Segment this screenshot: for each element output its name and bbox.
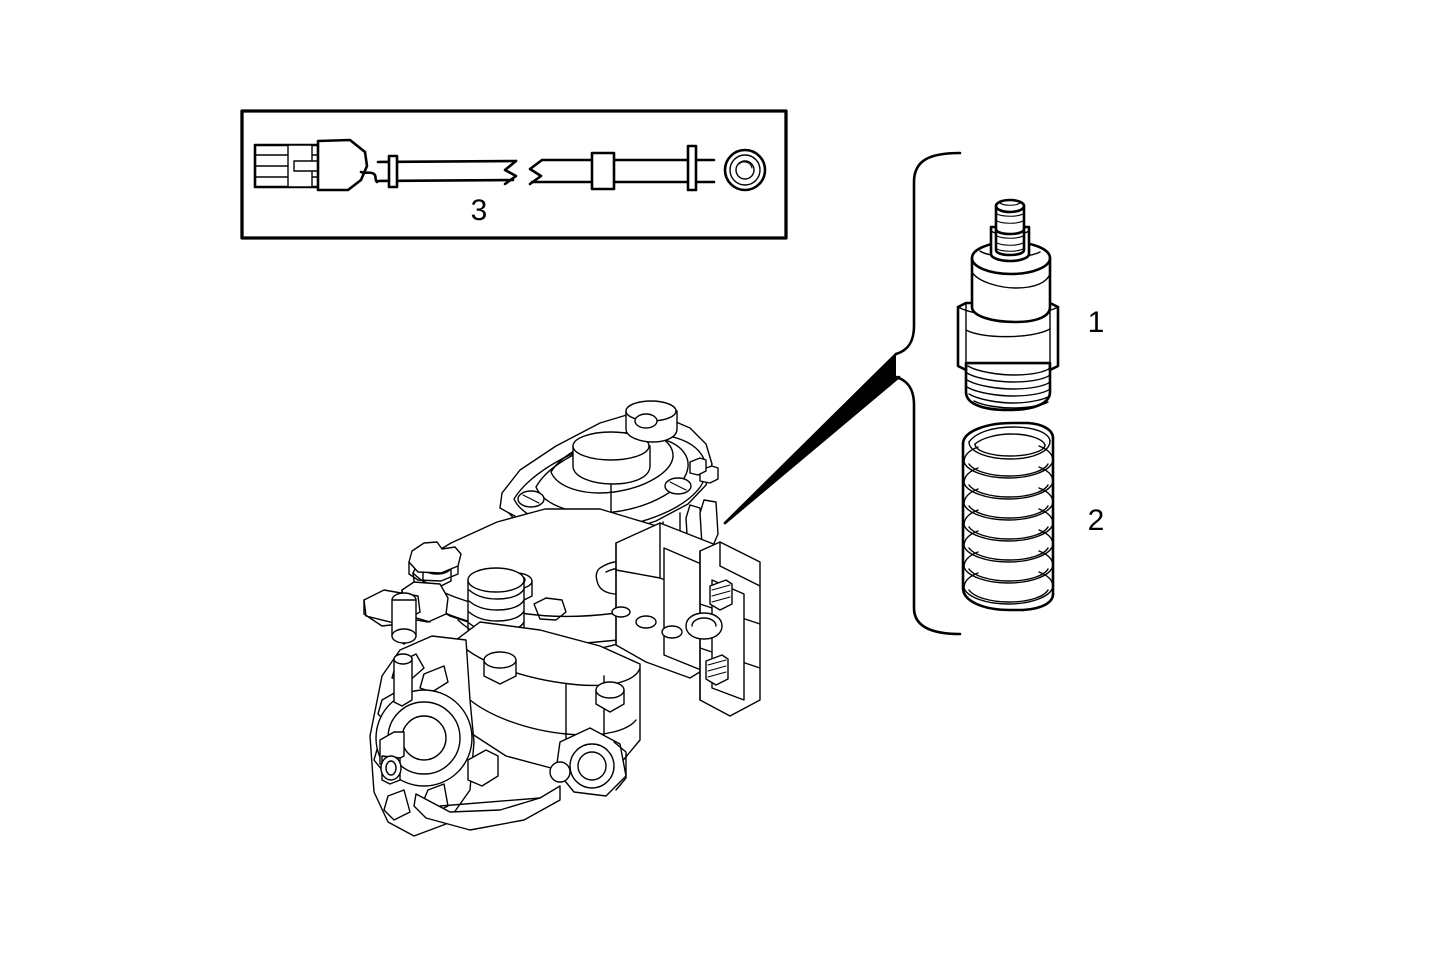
cable-right-segment <box>530 144 716 192</box>
block-top-bosses <box>611 606 723 640</box>
governor-side-fitting <box>689 457 719 484</box>
cable-ferrule <box>686 144 698 192</box>
switch-terminal-post <box>989 198 1031 263</box>
cable-detail-box-border <box>240 109 788 240</box>
callout-bracket <box>723 151 962 636</box>
callout-number-1: 1 <box>1088 306 1105 339</box>
cable-sleeve-block <box>590 151 616 191</box>
delivery-fittings <box>705 579 733 686</box>
deck-bracket-left <box>408 541 462 582</box>
pump-drive-flange <box>363 581 475 837</box>
pump-inlet-stub <box>467 749 499 787</box>
part-2-coil-spring: 2 <box>961 421 1105 612</box>
pump-delivery-block <box>611 522 761 717</box>
connector-body <box>316 138 369 192</box>
pump-governor-cover <box>499 400 719 539</box>
spring-coils <box>963 426 1054 605</box>
diesel-injection-pump-assembly <box>363 400 761 837</box>
part-1-pressure-switch: 1 <box>956 198 1105 412</box>
wiring-harness-cable-assembly <box>253 138 767 192</box>
pump-lower-boss <box>549 727 627 797</box>
ring-terminal-eyelet <box>723 148 767 192</box>
callout-number-2: 2 <box>1088 504 1105 537</box>
callout-number-3: 3 <box>471 194 488 227</box>
pump-main-body <box>449 621 641 797</box>
cable-break-symbol <box>503 158 544 186</box>
switch-threaded-base <box>964 361 1052 412</box>
cable-left-segment <box>376 154 518 189</box>
cable-detail-box: 3 <box>240 109 788 240</box>
pump-lower-bracket <box>413 785 561 831</box>
